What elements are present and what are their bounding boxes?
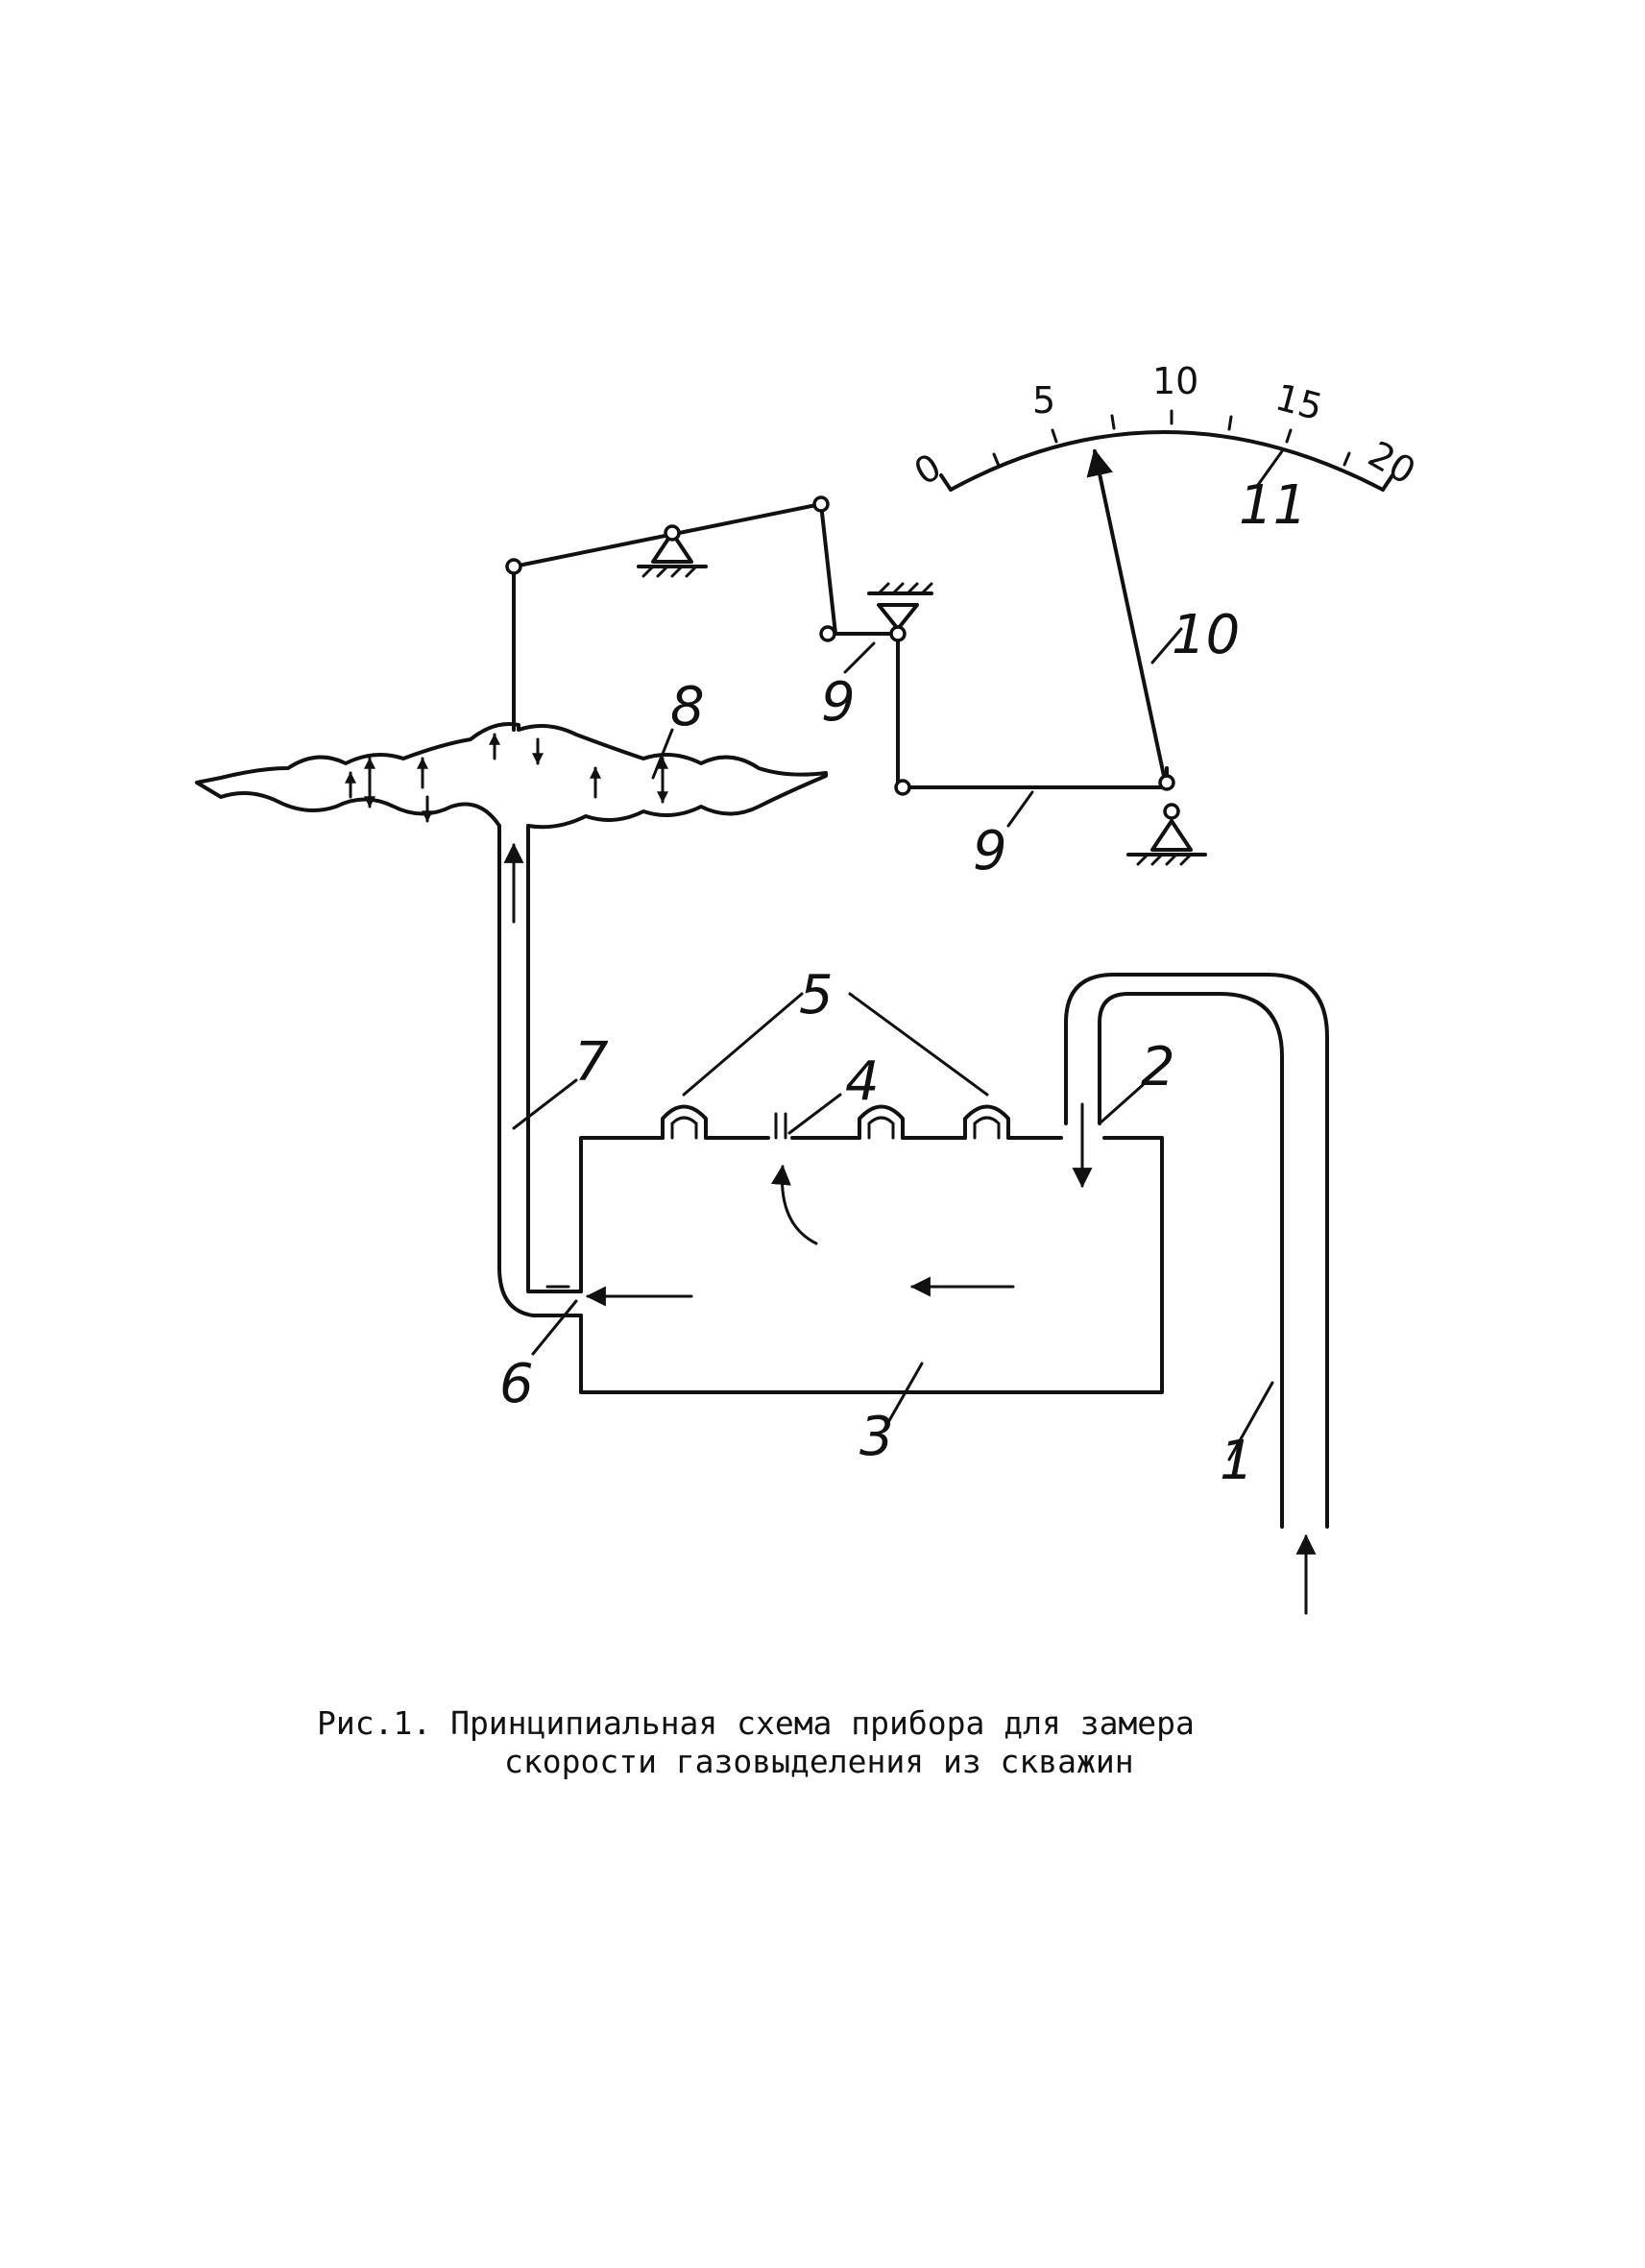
measuring-chamber — [579, 1102, 1164, 1394]
label-7: 7 — [574, 1031, 609, 1094]
scale-tick-15: 15 — [1271, 375, 1327, 428]
figure-caption: Рис.1. Принципиальная схема прибора для … — [317, 1704, 1277, 1781]
valve-caps — [661, 1104, 1010, 1140]
label-9-upper: 9 — [821, 671, 856, 734]
gauge-scale: 0 5 10 15 20 — [907, 360, 1423, 494]
inlet-pipe — [1064, 973, 1329, 1615]
label-1: 1 — [1220, 1430, 1254, 1492]
caption-line-1: Рис.1. Принципиальная схема прибора для … — [317, 1704, 1195, 1742]
scale-tick-0: 0 — [907, 446, 949, 494]
scale-tick-5: 5 — [1032, 379, 1055, 422]
outlet-tube — [497, 824, 583, 1317]
label-10: 10 — [1172, 604, 1240, 666]
label-9-lower: 9 — [973, 820, 1007, 882]
scale-tick-10: 10 — [1152, 360, 1198, 402]
bellows — [195, 722, 828, 830]
label-5: 5 — [799, 964, 834, 1026]
pointer — [1086, 448, 1166, 778]
label-8: 8 — [670, 676, 705, 738]
lever-linkage — [505, 495, 1207, 866]
label-6: 6 — [499, 1353, 534, 1415]
label-3: 3 — [859, 1406, 894, 1468]
caption-line-2: скорости газовыделения из скважин — [504, 1743, 1134, 1780]
opening-4 — [774, 1112, 787, 1140]
leader-lines — [512, 449, 1284, 1461]
label-11: 11 — [1239, 474, 1307, 537]
label-4: 4 — [845, 1050, 880, 1113]
label-2: 2 — [1141, 1036, 1175, 1098]
